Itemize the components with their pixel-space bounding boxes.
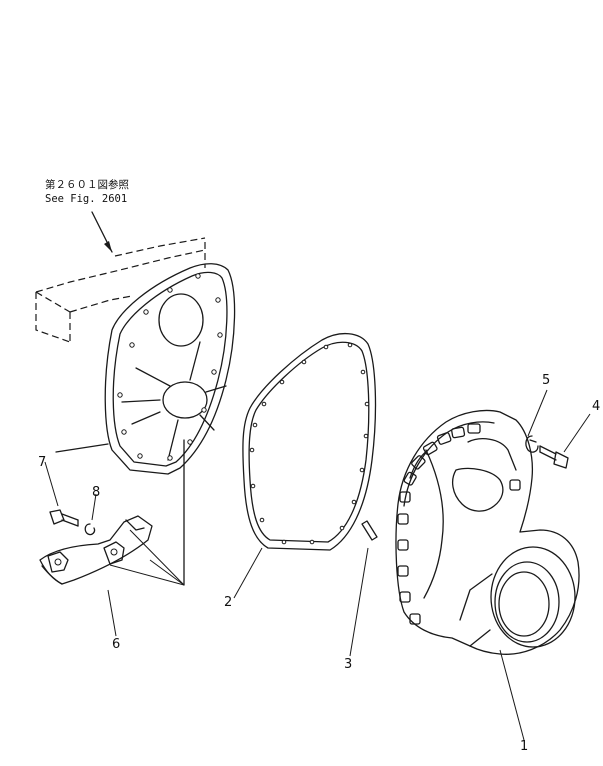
callout-1: 1 (520, 739, 528, 754)
part-3-dowel-pin (349, 520, 378, 657)
callout-3: 3 (344, 657, 352, 672)
part-1-housing (395, 409, 580, 741)
engine-block-phantom (35, 237, 206, 343)
reference-note-en: See Fig. 2601 (45, 193, 127, 205)
part-7-bolt (44, 461, 79, 527)
reference-arrow (91, 211, 113, 253)
callout-5: 5 (542, 373, 550, 388)
rear-plate-outline (55, 263, 236, 586)
part-2-gasket (233, 333, 377, 599)
part-8-washer (84, 493, 97, 536)
part-4-bolt (539, 413, 591, 469)
callout-2: 2 (224, 595, 232, 610)
callout-8: 8 (92, 485, 100, 500)
callout-7: 7 (38, 455, 46, 470)
reference-note-jp: 第２６０１図参照 (45, 178, 129, 191)
housing-bolt-bosses (397, 423, 521, 625)
part-6-bracket (39, 515, 153, 637)
part-5-lock-washer (525, 389, 548, 453)
callout-4: 4 (592, 399, 600, 414)
callout-6: 6 (112, 637, 120, 652)
assembly-leader-lines (109, 529, 185, 586)
